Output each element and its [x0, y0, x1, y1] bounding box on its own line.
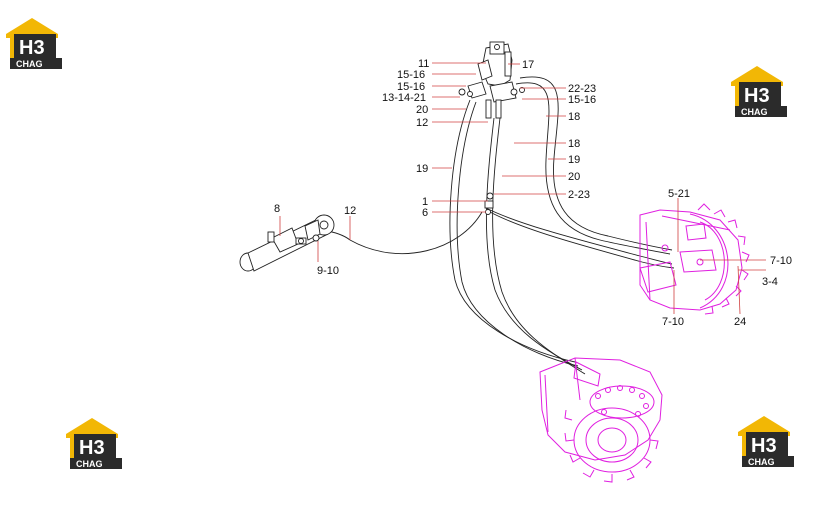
callout-8: 8	[274, 203, 280, 215]
callout-18-a: 18	[568, 111, 580, 123]
leader-lines	[279, 62, 766, 315]
logo-bottom-left: H3 CHAG	[66, 418, 122, 469]
logo-top-left: H3 CHAG	[6, 18, 62, 69]
logo-mark: H3	[751, 435, 777, 457]
callout-labels: 11 17 15-16 15-16 22-23 13-14-21 15-16 2…	[274, 58, 792, 328]
logo-text: CHAG	[16, 59, 43, 69]
control-valve	[458, 41, 525, 119]
logo-bottom-right: H3 CHAG	[738, 416, 794, 467]
callout-18-b: 18	[568, 138, 580, 150]
logo-text: CHAG	[748, 457, 775, 467]
callout-19-b: 19	[568, 154, 580, 166]
logo-top-right: H3 CHAG	[731, 66, 787, 117]
logo-mark: H3	[744, 85, 770, 107]
sprocket-teeth	[564, 409, 659, 483]
callout-15-16-b: 15-16	[397, 81, 425, 93]
callout-24: 24	[734, 316, 746, 328]
callout-15-16-c: 15-16	[568, 94, 596, 106]
right-track-motor	[639, 203, 750, 315]
fittings	[484, 192, 494, 215]
callout-12-b: 12	[344, 205, 356, 217]
callout-13-14-21: 13-14-21	[382, 92, 426, 104]
callout-1: 1	[422, 196, 428, 208]
callout-12-a: 12	[416, 117, 428, 129]
bolt-circle	[595, 385, 649, 417]
callout-9-10: 9-10	[317, 265, 339, 277]
hydraulic-cylinder	[239, 214, 335, 272]
lower-track-motor	[539, 357, 663, 483]
callout-20-b: 20	[568, 171, 580, 183]
callout-2-23: 2-23	[568, 189, 590, 201]
callout-15-16-a: 15-16	[397, 69, 425, 81]
callout-3-4: 3-4	[762, 276, 778, 288]
callout-19-a: 19	[416, 163, 428, 175]
sprocket-teeth	[697, 203, 750, 315]
callout-11: 11	[418, 58, 429, 70]
callout-20-a: 20	[416, 104, 428, 116]
callout-6: 6	[422, 207, 428, 219]
logo-text: CHAG	[76, 459, 103, 469]
callout-22-23: 22-23	[568, 83, 596, 95]
logo-text: CHAG	[741, 107, 768, 117]
logo-mark: H3	[79, 437, 105, 459]
logo-mark: H3	[19, 37, 45, 59]
callout-7-10-a: 7-10	[770, 255, 792, 267]
hoses	[321, 76, 675, 375]
callout-17: 17	[522, 59, 534, 71]
callout-5-21: 5-21	[668, 188, 690, 200]
callout-7-10-b: 7-10	[662, 316, 684, 328]
